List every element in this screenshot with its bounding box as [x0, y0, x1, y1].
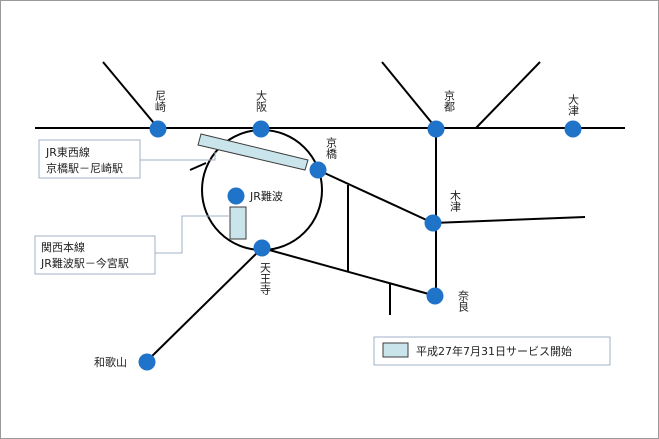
callout-tozai-leader	[140, 152, 216, 161]
callout-tozai-line1: JR東西線	[45, 145, 90, 159]
label-kyoto: 京都	[443, 89, 456, 112]
line-to-amagasaki-branch	[102, 61, 159, 129]
station-jr-namba	[227, 187, 245, 205]
station-kizu	[424, 214, 442, 232]
station-kyoto	[427, 120, 445, 138]
tozai-segment-highlight	[197, 133, 309, 171]
legend-label: 平成27年7月31日サービス開始	[416, 344, 572, 358]
callout-kansai-line2: JR難波駅－今宮駅	[40, 256, 129, 270]
callout-tozai-box	[38, 139, 141, 179]
station-kyobashi	[309, 161, 327, 179]
label-otsu: 大津	[567, 93, 580, 116]
callout-kansai-leader	[155, 215, 230, 254]
legend-swatch	[382, 342, 409, 358]
label-osaka: 大阪	[255, 89, 268, 113]
callout-kansai: 関西本線 JR難波駅－今宮駅	[34, 215, 230, 275]
label-kizu: 木津	[449, 190, 462, 212]
station-osaka	[252, 120, 270, 138]
callout-kansai-line1: 関西本線	[41, 240, 85, 254]
station-otsu	[564, 120, 582, 138]
line-kyoto-upper-right	[475, 61, 541, 129]
callout-tozai: JR東西線 京橋駅－尼崎駅	[38, 139, 216, 179]
label-amagasaki: 尼崎	[154, 90, 167, 112]
station-tennoji	[253, 239, 271, 257]
new-service-segments	[197, 133, 309, 240]
station-wakayama	[138, 353, 156, 371]
label-wakayama: 和歌山	[94, 355, 127, 369]
callout-tozai-line2: 京橋駅－尼崎駅	[46, 161, 123, 175]
station-nara	[426, 287, 444, 305]
line-kyoto-upper-left	[381, 61, 437, 129]
label-kyobashi: 京橋	[325, 136, 338, 160]
kansai-segment-highlight	[229, 206, 247, 240]
label-jr-namba: JR難波	[249, 190, 283, 203]
station-amagasaki	[149, 120, 167, 138]
line-kizu-east	[432, 216, 586, 224]
label-tennoji: 天王寺	[259, 262, 272, 295]
line-tennoji-wakayama	[145, 247, 263, 363]
legend-box	[373, 336, 611, 366]
rail-lines	[35, 61, 625, 363]
station-labels: 尼崎 大阪 京都 大津 京橋 JR難波 木津 天王寺 奈良 和歌山	[94, 89, 580, 369]
callout-kansai-box	[34, 235, 156, 275]
legend: 平成27年7月31日サービス開始	[373, 336, 611, 366]
line-kyobashi-kizu	[317, 169, 434, 224]
label-nara: 奈良	[457, 289, 470, 313]
stations	[138, 120, 582, 371]
line-short-west	[189, 162, 207, 171]
